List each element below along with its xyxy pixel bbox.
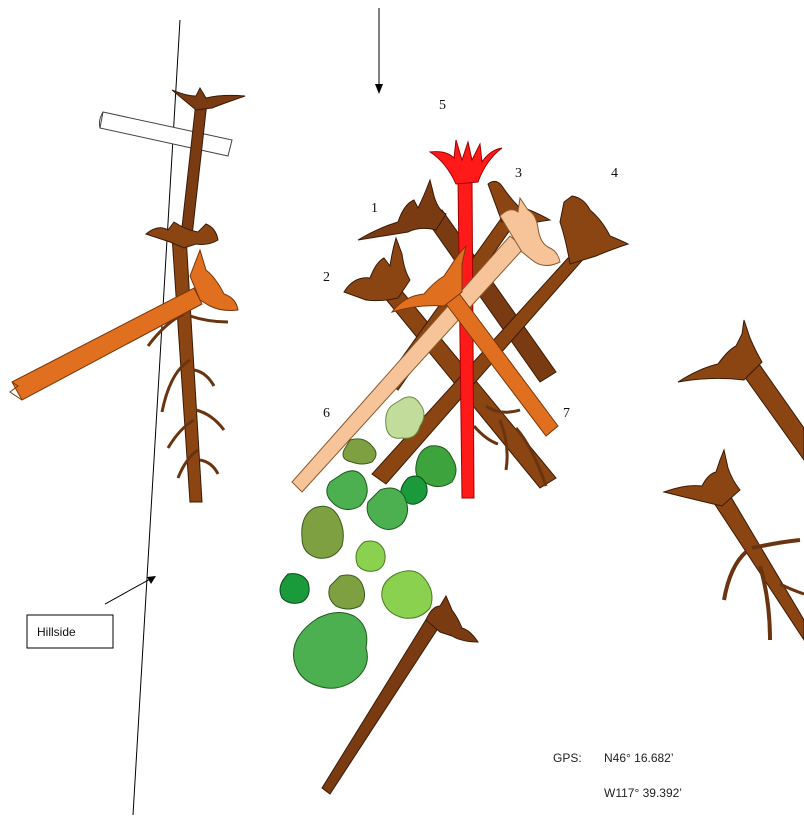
label-log-5: 5 — [439, 98, 446, 113]
shrub — [356, 541, 385, 571]
right-lower-log — [664, 450, 804, 640]
label-log-6: 6 — [323, 406, 330, 421]
left-upper-log — [172, 88, 245, 236]
shrub — [367, 488, 407, 530]
left-vertical-log — [146, 222, 228, 502]
hillside-label: Hillside — [37, 625, 76, 639]
label-log-2: 2 — [323, 270, 330, 285]
gps-longitude: W117° 39.392’ — [604, 786, 682, 800]
left-orange-log — [10, 250, 238, 400]
shrub — [294, 612, 368, 688]
hillside-arrow — [105, 576, 156, 604]
shrub — [302, 506, 344, 558]
label-log-3: 3 — [515, 166, 522, 181]
white-board — [99, 112, 232, 156]
shrub — [280, 574, 309, 604]
shrub — [329, 575, 365, 609]
shrub — [343, 439, 376, 464]
label-log-1: 1 — [371, 201, 378, 216]
shrub — [327, 471, 367, 510]
shrub — [382, 571, 432, 618]
gps-latitude: N46° 16.682’ — [604, 751, 674, 765]
hillside-label-box: Hillside — [27, 615, 113, 648]
shrubs — [280, 397, 456, 688]
label-log-4: 4 — [611, 166, 618, 181]
right-upper-log — [678, 320, 804, 460]
label-log-7: 7 — [563, 406, 570, 421]
flow-arrow — [375, 8, 383, 94]
gps-prefix: GPS: — [553, 751, 582, 765]
